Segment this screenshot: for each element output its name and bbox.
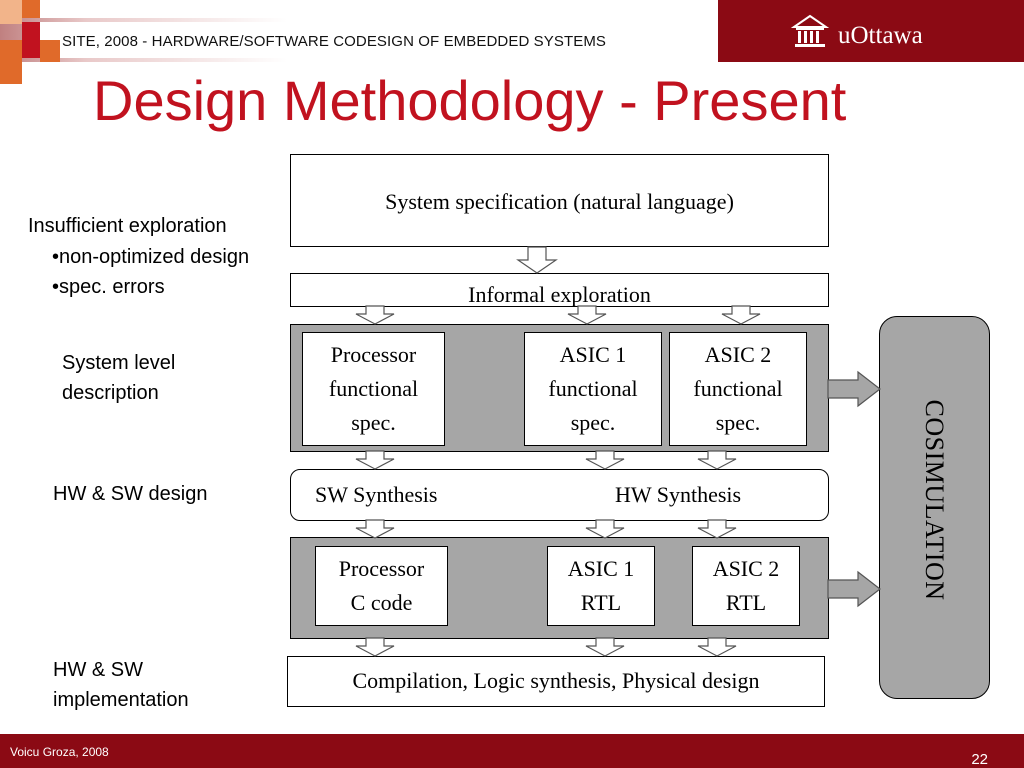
down-arrow	[355, 519, 395, 539]
down-arrow	[697, 519, 737, 539]
asic1-functional-spec: ASIC 1 functional spec.	[524, 332, 662, 446]
footer-bar	[0, 734, 1024, 768]
processor-c-code-line1: Processor	[338, 556, 425, 581]
logo-text: uOttawa	[838, 22, 923, 49]
processor-functional-line2: functional	[328, 376, 419, 401]
logo-banner	[718, 0, 1024, 62]
page-number: 22	[971, 751, 988, 768]
down-arrow	[721, 305, 761, 325]
informal-exploration-box: Informal exploration	[290, 273, 829, 307]
annotation-spec-errors: •spec. errors	[52, 276, 165, 298]
asic2-functional-spec: ASIC 2 functional spec.	[669, 332, 807, 446]
annotation-hw-sw: HW & SW	[53, 659, 143, 681]
annotation-description: description	[62, 382, 159, 404]
down-arrow	[697, 450, 737, 470]
annotation-system-level: System level	[62, 352, 176, 374]
down-arrow	[697, 637, 737, 657]
system-spec-box: System specification (natural language)	[290, 154, 829, 247]
system-spec-label: System specification (natural language)	[385, 189, 734, 214]
processor-functional-line1: Processor	[330, 342, 417, 367]
annotation-implementation: implementation	[53, 689, 189, 711]
university-building-icon	[791, 14, 829, 47]
down-arrow	[585, 637, 625, 657]
right-arrow	[827, 370, 881, 408]
page-title: Design Methodology - Present	[93, 69, 847, 132]
header-band-inner	[40, 22, 718, 58]
decor-square	[22, 0, 40, 18]
asic1-functional-line3: spec.	[570, 410, 616, 435]
processor-functional-spec: Processor functional spec.	[302, 332, 445, 446]
asic2-rtl-line2: RTL	[725, 590, 767, 615]
down-arrow	[567, 305, 607, 325]
decor-square	[40, 40, 60, 62]
asic1-rtl: ASIC 1 RTL	[547, 546, 655, 626]
cosimulation-box	[879, 316, 990, 699]
cosimulation-label: COSIMULATION	[920, 399, 949, 601]
processor-c-code-line2: C code	[350, 590, 413, 615]
informal-exploration-label: Informal exploration	[468, 282, 651, 307]
asic2-rtl: ASIC 2 RTL	[692, 546, 800, 626]
course-title: SITE, 2008 - HARDWARE/SOFTWARE CODESIGN …	[62, 33, 607, 50]
asic1-functional-line2: functional	[548, 376, 638, 401]
right-arrow	[827, 570, 881, 608]
down-arrow	[355, 637, 395, 657]
sw-synthesis-label: SW Synthesis	[315, 482, 438, 507]
compilation-label: Compilation, Logic synthesis, Physical d…	[352, 668, 760, 693]
hw-synthesis-label: HW Synthesis	[615, 482, 742, 507]
down-arrow	[355, 450, 395, 470]
footer-author: Voicu Groza, 2008	[10, 745, 109, 759]
down-arrow	[585, 519, 625, 539]
synthesis-box: SW Synthesis HW Synthesis	[290, 469, 829, 521]
down-arrow	[516, 246, 558, 274]
asic1-functional-line1: ASIC 1	[559, 342, 627, 367]
annotation-insufficient: Insufficient exploration	[28, 215, 227, 237]
processor-c-code: Processor C code	[315, 546, 448, 626]
down-arrow	[355, 305, 395, 325]
asic2-functional-line2: functional	[693, 376, 783, 401]
decor-square	[0, 0, 22, 24]
annotation-non-optimized: •non-optimized design	[52, 246, 250, 268]
asic1-rtl-line2: RTL	[580, 590, 622, 615]
decor-square	[0, 40, 22, 84]
asic2-functional-line1: ASIC 2	[704, 342, 772, 367]
asic1-rtl-line1: ASIC 1	[567, 556, 635, 581]
asic2-functional-line3: spec.	[715, 410, 761, 435]
decor-square	[22, 22, 40, 58]
processor-functional-line3: spec.	[351, 410, 396, 435]
asic2-rtl-line1: ASIC 2	[712, 556, 780, 581]
compilation-box: Compilation, Logic synthesis, Physical d…	[287, 656, 825, 707]
down-arrow	[585, 450, 625, 470]
annotation-hw-sw-design: HW & SW design	[53, 483, 208, 505]
